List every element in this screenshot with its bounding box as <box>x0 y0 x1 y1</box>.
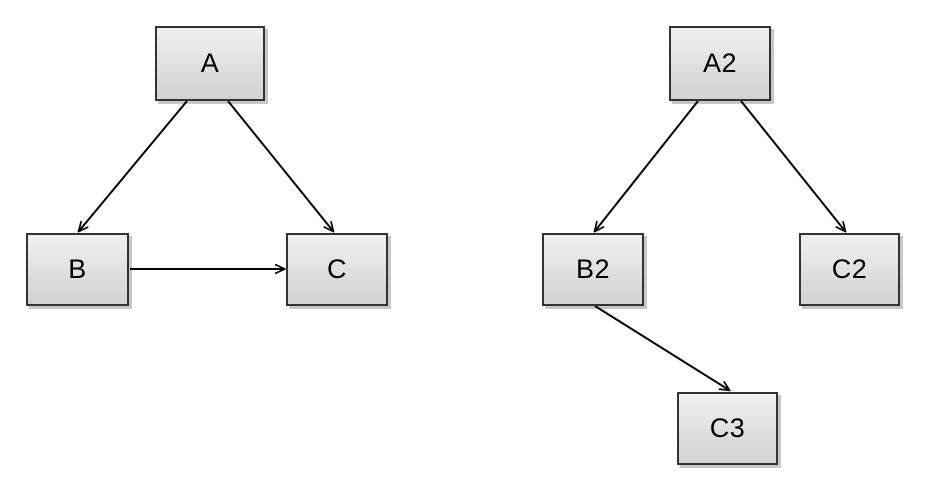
node-b2[interactable]: B2 <box>542 233 644 306</box>
node-a2-label: A2 <box>702 48 738 78</box>
node-a2[interactable]: A2 <box>669 26 771 101</box>
node-b-label: B <box>68 254 87 284</box>
node-a-label: A <box>200 48 220 78</box>
node-b[interactable]: B <box>26 233 129 306</box>
edge-a-to-c <box>227 100 333 231</box>
edge-a2-to-c2 <box>740 100 845 231</box>
node-c3-label: C3 <box>709 413 746 443</box>
node-c[interactable]: C <box>286 233 388 306</box>
node-c2-label: C2 <box>831 254 868 284</box>
node-c3[interactable]: C3 <box>677 392 778 465</box>
edge-a2-to-b2 <box>595 100 699 231</box>
node-c-label: C <box>327 254 347 284</box>
node-b2-label: B2 <box>575 254 611 284</box>
node-c2[interactable]: C2 <box>799 233 900 306</box>
edge-a-to-b <box>79 100 188 231</box>
node-a[interactable]: A <box>155 26 265 101</box>
edge-b2-to-c3 <box>594 305 729 390</box>
